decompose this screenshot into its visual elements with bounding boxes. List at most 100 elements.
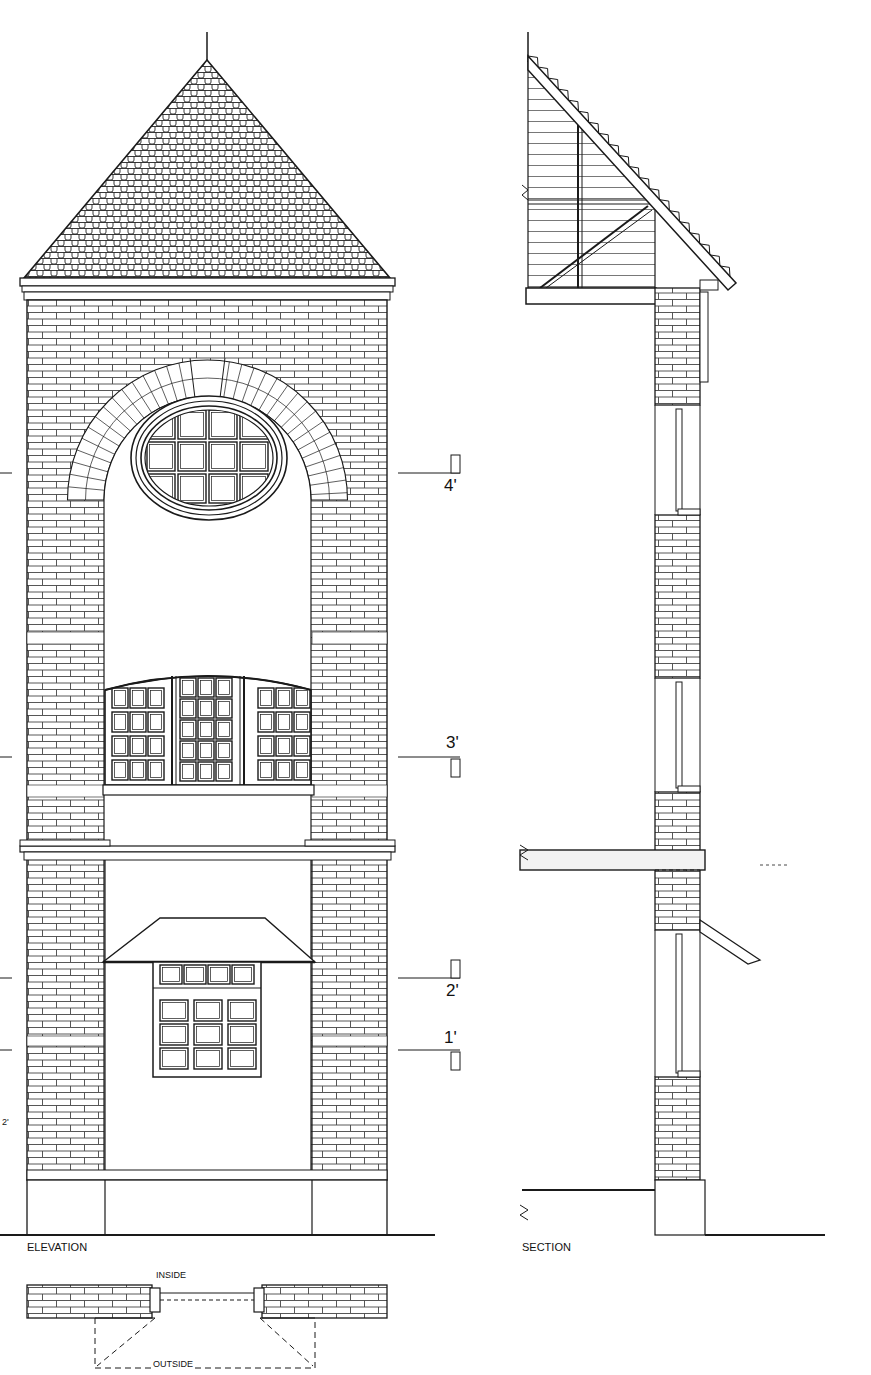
oval-window (141, 406, 277, 510)
arch-joint (95, 417, 124, 439)
arch-joint (259, 379, 277, 411)
plan-bay (95, 1317, 155, 1318)
stone-band (312, 632, 387, 644)
window-pane (150, 445, 173, 469)
window-pane (228, 1048, 256, 1069)
window-pane (258, 712, 274, 732)
window-pane (212, 445, 235, 469)
window-pane (181, 477, 204, 501)
cornice-profile (700, 292, 708, 382)
window-pane (151, 739, 162, 754)
window-pane (258, 736, 274, 756)
wall-section (655, 288, 700, 405)
window-pane (178, 442, 206, 471)
window-pane (194, 1048, 222, 1069)
side-label: INSIDE (156, 1270, 186, 1280)
level-line (0, 1050, 12, 1051)
level-label: 2' (2, 1117, 9, 1127)
window-pane (261, 691, 272, 706)
plan-jamb (254, 1288, 264, 1312)
pier-edge (104, 860, 105, 1180)
window-pane (163, 1003, 186, 1019)
window-pane (201, 723, 212, 737)
oval-panes (147, 410, 268, 503)
window-pane (148, 712, 164, 732)
cornice (22, 286, 393, 292)
view-title: ELEVATION (27, 1241, 87, 1254)
window-pane (197, 1027, 220, 1043)
truss-brace (540, 206, 648, 288)
arch-joint (73, 462, 108, 472)
window-opening (655, 930, 656, 1077)
arch-joint (103, 407, 130, 431)
window-pane (198, 678, 214, 697)
window-pane (133, 691, 144, 706)
window-pane (130, 736, 146, 756)
base-course (27, 1170, 387, 1180)
brick-wall (27, 300, 387, 1180)
window-pane (279, 691, 290, 706)
dimension-tick (760, 865, 790, 866)
window-pane (228, 1000, 256, 1021)
window-pane (130, 760, 146, 780)
window-pane (183, 702, 194, 716)
oval-window (136, 401, 282, 515)
window-pane (115, 691, 126, 706)
level-marker (451, 1052, 460, 1070)
window-opening (655, 678, 656, 792)
level-label: 2' (446, 981, 459, 1001)
window-pane (216, 699, 232, 718)
window-pane (297, 715, 308, 730)
window-sill (678, 509, 700, 515)
arch-joint (267, 385, 288, 415)
window-pane (212, 413, 235, 437)
awning (103, 918, 315, 962)
arch-joint (287, 411, 315, 434)
window-pane (276, 712, 292, 732)
window-opening (700, 405, 701, 515)
window-pane (216, 741, 232, 760)
window-pane (181, 413, 204, 437)
window-pane (201, 681, 212, 695)
window-pane (183, 723, 194, 737)
window-pane (150, 477, 173, 501)
window-pane (148, 760, 164, 780)
arch-joint (310, 480, 346, 485)
arch-joint (70, 474, 106, 481)
window-pane (184, 965, 206, 984)
window-opening (700, 930, 701, 1077)
ceiling-joist (526, 288, 656, 304)
window-pane (194, 1024, 222, 1045)
window-pane (216, 720, 232, 739)
window-pane (228, 1024, 256, 1045)
pier-capital (305, 840, 395, 846)
side-label: OUTSIDE (151, 1359, 195, 1369)
window-pane (198, 720, 214, 739)
window-pane (181, 445, 204, 469)
stone-band (27, 785, 105, 797)
plan-wall (27, 1285, 152, 1318)
window-pane (183, 744, 194, 758)
arch-joint (122, 389, 144, 418)
ground-line (522, 1189, 655, 1191)
keystone (220, 358, 225, 397)
window-pane (294, 760, 310, 780)
arch-joint (179, 363, 186, 399)
window-pane (211, 968, 228, 982)
window-pane (198, 741, 214, 760)
plan-bay (260, 1318, 313, 1366)
window-pane (183, 681, 194, 695)
truss-brace (546, 210, 652, 288)
window-pane (208, 965, 230, 984)
window-pane (261, 763, 272, 778)
cornice (24, 292, 390, 300)
oval-window (131, 396, 287, 520)
mullion (243, 676, 245, 785)
window-pane (201, 702, 212, 716)
arch-joint (298, 432, 330, 450)
window-pane (112, 712, 128, 732)
window-pane (197, 1003, 220, 1019)
mullion (171, 676, 173, 785)
level-line (398, 1050, 460, 1051)
window-pane (150, 413, 173, 437)
